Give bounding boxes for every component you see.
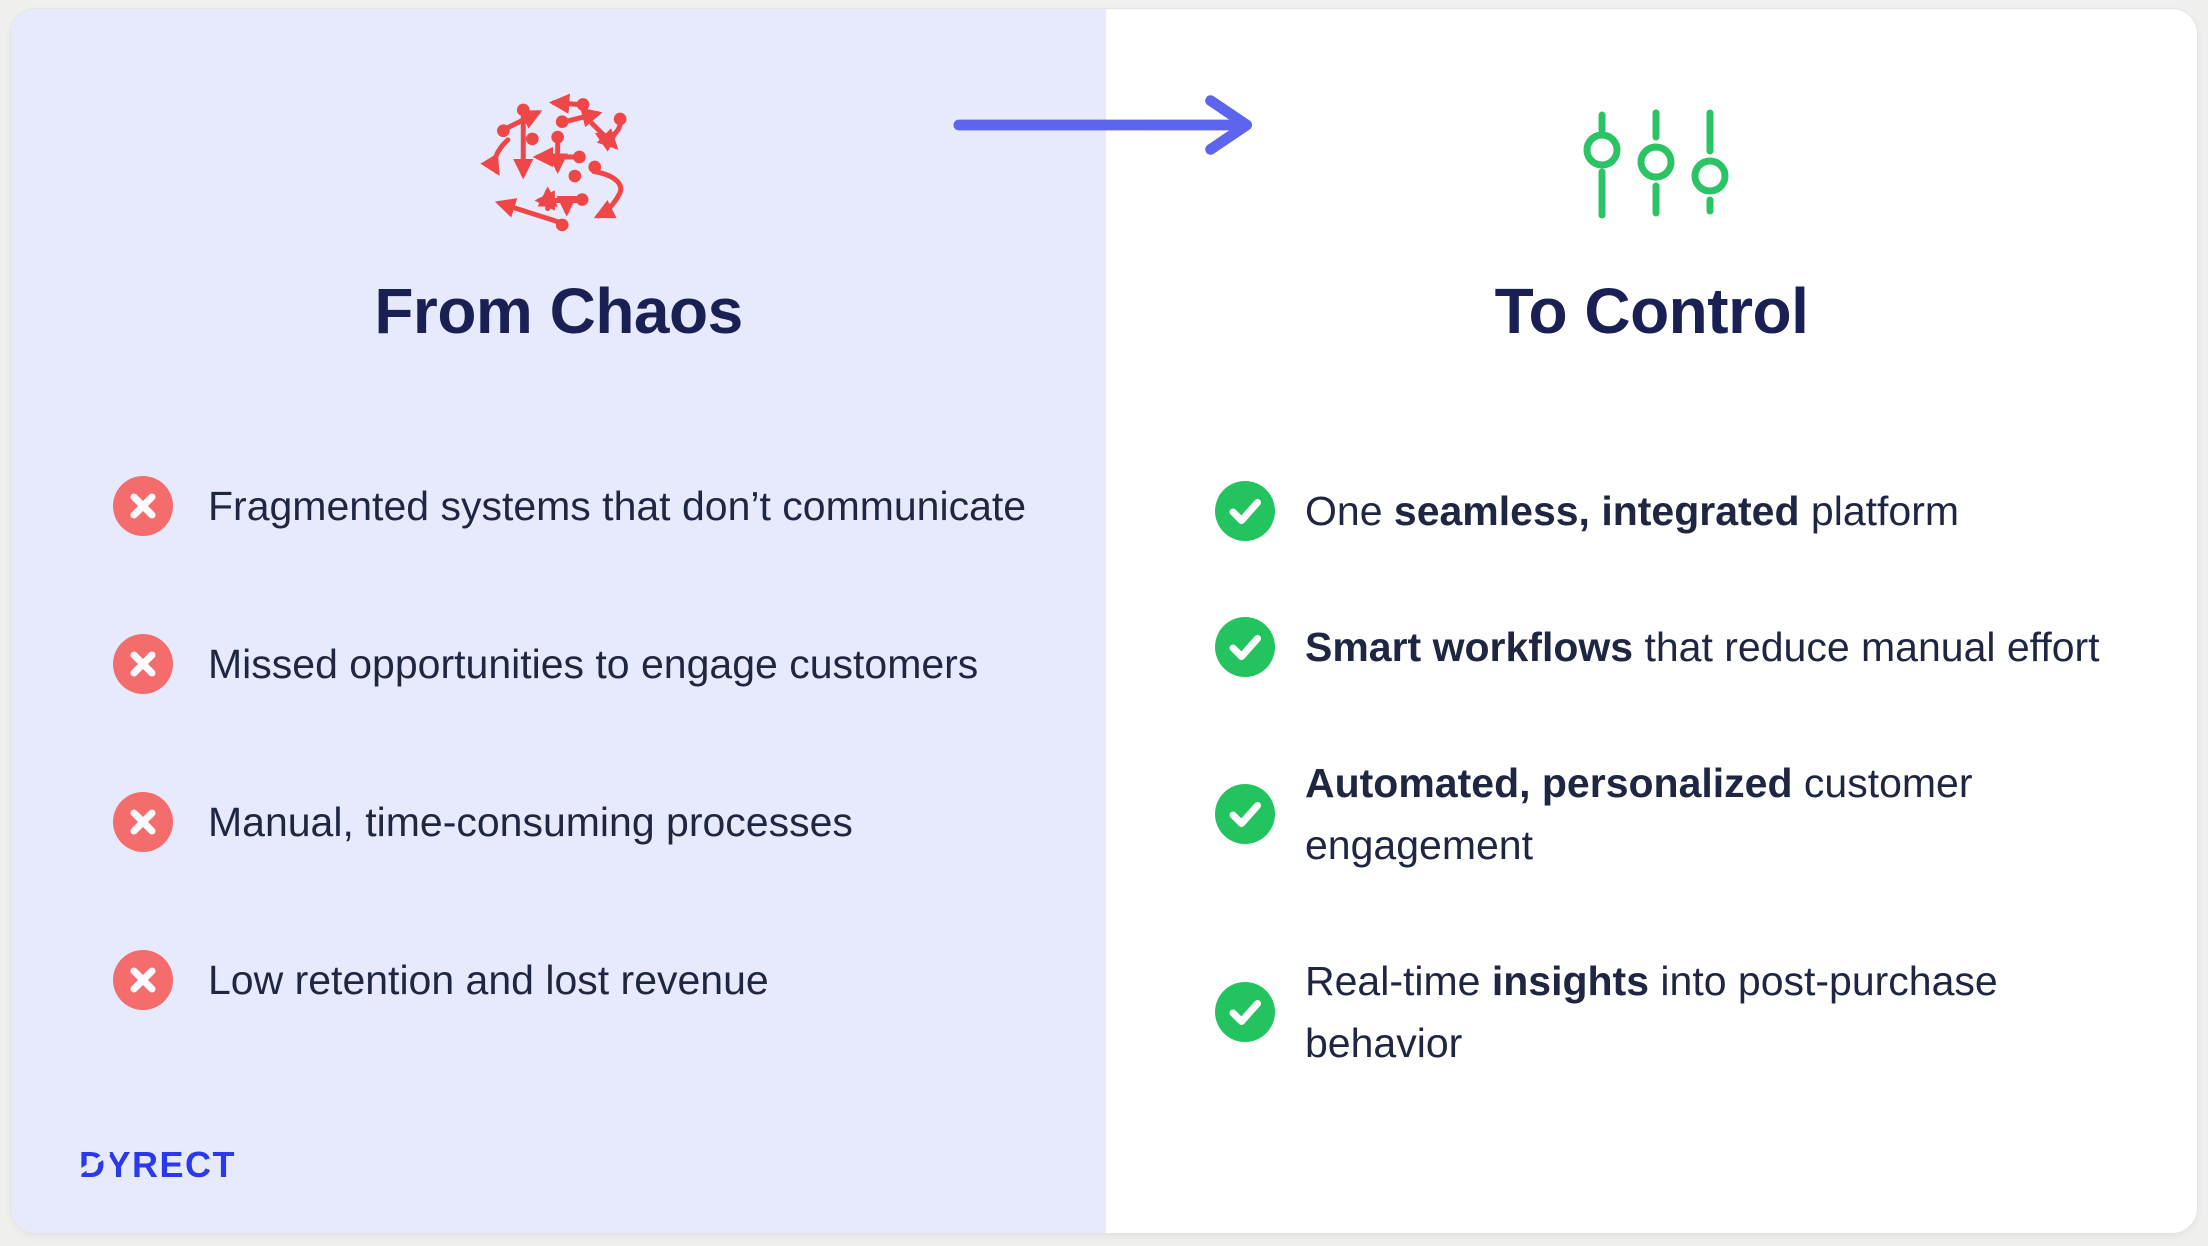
control-title: To Control xyxy=(1494,275,1809,347)
list-item: Smart workflows that reduce manual effor… xyxy=(1215,616,2100,678)
list-item: Manual, time-consuming processes xyxy=(113,791,1026,853)
sliders-icon xyxy=(1583,109,1729,219)
slide-card: From Chaos To Control Fragmented systems… xyxy=(10,8,2198,1234)
list-item-text: Missed opportunities to engage customers xyxy=(208,641,979,687)
list-item: One seamless, integrated platform xyxy=(1215,480,2100,542)
list-item-text: One seamless, integrated platform xyxy=(1305,488,1960,534)
check-circle-icon xyxy=(1215,982,1275,1042)
list-item-text: Smart workflows that reduce manual effor… xyxy=(1305,624,2100,670)
x-circle-icon xyxy=(113,950,173,1010)
x-circle-icon xyxy=(113,476,173,536)
check-circle-icon xyxy=(1215,784,1275,844)
x-circle-icon xyxy=(113,634,173,694)
x-circle-icon xyxy=(113,792,173,852)
dyrect-logo: DYRECT xyxy=(79,1144,237,1185)
right-arrow-icon xyxy=(953,95,1253,155)
list-item: Low retention and lost revenue xyxy=(113,949,1026,1011)
chaos-network-icon xyxy=(480,93,627,232)
control-panel xyxy=(1106,9,2197,1233)
list-item-text: Manual, time-consuming processes xyxy=(208,799,853,845)
check-circle-icon xyxy=(1215,481,1275,541)
list-item: Missed opportunities to engage customers xyxy=(113,633,1026,695)
list-item-text: Fragmented systems that don’t communicat… xyxy=(208,483,1027,529)
check-circle-icon xyxy=(1215,617,1275,677)
chaos-list: Fragmented systems that don’t communicat… xyxy=(113,475,1026,1011)
list-item-text: Low retention and lost revenue xyxy=(208,957,769,1003)
chaos-title: From Chaos xyxy=(374,275,743,347)
list-item: Fragmented systems that don’t communicat… xyxy=(113,475,1026,537)
